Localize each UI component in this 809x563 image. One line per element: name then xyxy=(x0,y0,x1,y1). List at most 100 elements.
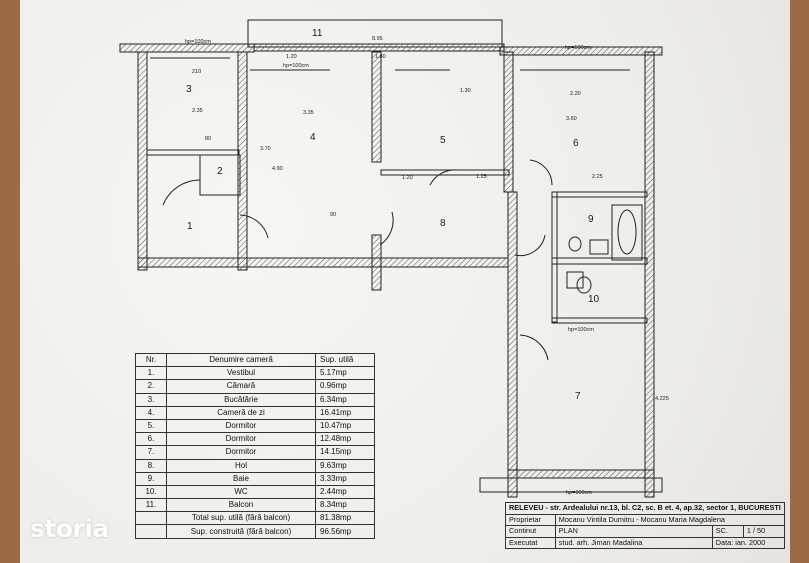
room-label-8: 8 xyxy=(440,218,446,229)
col-nr: Nr. xyxy=(135,352,167,368)
cell-name: Dormitor xyxy=(166,432,316,447)
dim-1-25: 1.25 xyxy=(476,174,487,180)
executat-value: stud. arh. Jiman Madalina xyxy=(554,536,713,550)
cell-area: 6.34mp xyxy=(315,392,375,407)
storia-logo: storia xyxy=(30,514,109,543)
dim-3-35b: hp=100cm xyxy=(568,327,594,333)
cell-area: 10.47mp xyxy=(315,418,375,434)
cell-area: 14.15mp xyxy=(315,445,375,460)
dim-3-35: 3.35 xyxy=(303,110,314,116)
cell-nr: 1. xyxy=(135,366,167,381)
cell-area: 2.44mp xyxy=(315,484,375,500)
room-label-4: 4 xyxy=(310,132,316,143)
dim-1-80: 1.80 xyxy=(375,54,386,60)
room-label-2: 2 xyxy=(217,166,223,177)
cell-nr: 3. xyxy=(135,392,167,407)
title-block: RELEVEU - str. Ardealului nr.13, bl. C2,… xyxy=(505,502,785,550)
cell-name: Balcon xyxy=(166,498,316,513)
cell-name: Bucătărie xyxy=(166,392,316,407)
cell-nr: 11. xyxy=(135,498,167,513)
cell-area: 3.33mp xyxy=(315,471,375,486)
cell-nr: 7. xyxy=(135,445,167,460)
cell-area: 0.96mp xyxy=(315,379,375,394)
cell-area: 12.48mp xyxy=(315,432,375,447)
cell-name: Baie xyxy=(166,471,316,486)
cell-area: 9.63mp xyxy=(315,458,375,473)
room-label-3: 3 xyxy=(186,84,192,95)
total-label: Sup. construită (fără balcon) xyxy=(166,524,316,539)
executat-label: Executat xyxy=(505,536,556,550)
total-row: Sup. construită (fără balcon)96.56mp xyxy=(135,524,375,539)
col-name: Denumire cameră xyxy=(166,352,316,368)
dim-4-225: 4.225 xyxy=(655,396,669,402)
room-label-1: 1 xyxy=(187,221,193,232)
room-label-5: 5 xyxy=(440,135,446,146)
dim-4-90: 4.90 xyxy=(272,166,283,172)
cell-area: 8.34mp xyxy=(315,498,375,513)
dim-80: 80 xyxy=(205,136,211,142)
cell-nr: 4. xyxy=(135,405,167,420)
continut-value: PLAN xyxy=(554,525,713,538)
cell-area: 16.41mp xyxy=(315,405,375,420)
date-value: Data: ian. 2000 xyxy=(711,536,785,550)
total-value: 96.56mp xyxy=(315,524,375,539)
cell-name: Vestibul xyxy=(166,366,316,381)
walls xyxy=(119,19,663,498)
dim-hp-top-left: hp=100cm xyxy=(185,39,211,45)
releveu-line: RELEVEU - str. Ardealului nr.13, bl. C2,… xyxy=(505,502,785,515)
cell-area: 5.17mp xyxy=(315,366,375,381)
cell-name: Cămară xyxy=(166,379,316,394)
cell-name: Dormitor xyxy=(166,418,316,434)
proprietar-label: Proprietar xyxy=(505,513,556,527)
cell-nr: 8. xyxy=(135,458,167,473)
total-label: Total sup. utilă (fără balcon) xyxy=(166,511,316,526)
dim-hp-bottom: hp=100cm xyxy=(566,490,592,496)
cell-nr: 9. xyxy=(135,471,167,486)
room-label-6: 6 xyxy=(573,138,579,149)
dim-90: 90 xyxy=(330,212,336,218)
cell-name: Hol xyxy=(166,458,316,473)
dim-hp-top-right: hp=100cm xyxy=(565,45,591,51)
dim-2-20: 2.20 xyxy=(570,91,581,97)
dim-1-30: 1.30 xyxy=(460,88,471,94)
room-label-9: 9 xyxy=(588,214,594,225)
col-area: Sup. utilă xyxy=(315,352,375,368)
dim-3-60: 3.60 xyxy=(566,116,577,122)
room-label-7: 7 xyxy=(575,391,581,402)
dim-210: 210 xyxy=(192,69,201,75)
total-row: Total sup. utilă (fără balcon)81.38mp xyxy=(135,511,375,526)
rooms-table: Nr. Denumire cameră Sup. utilă 1.Vestibu… xyxy=(135,352,375,539)
cell-name: WC xyxy=(166,484,316,500)
cell-name: Cameră de zi xyxy=(166,405,316,420)
cell-nr: 5. xyxy=(135,418,167,434)
room-label-10: 10 xyxy=(588,294,600,305)
total-value: 81.38mp xyxy=(315,511,375,526)
sc-label: SC. xyxy=(711,525,744,538)
dim-8-95: 8.95 xyxy=(372,36,383,42)
dim-3-70: 3.70 xyxy=(260,146,271,152)
cell-name: Dormitor xyxy=(166,445,316,460)
cell-nr: 2. xyxy=(135,379,167,394)
scale-value: 1 / 50 xyxy=(742,525,785,538)
cell-nr: 6. xyxy=(135,432,167,447)
proprietar-value: Mocanu Vintila Dumitru - Mocanu Maria Ma… xyxy=(554,513,785,527)
dim-2-35: 2.35 xyxy=(192,108,203,114)
dim-hp-balcony: hp=100cm xyxy=(283,63,309,69)
table-header-row: Nr. Denumire cameră Sup. utilă xyxy=(135,352,375,368)
dimension-labels: 8.95 1.20 1.80 2.35 3.35 3.60 2.20 2.25 … xyxy=(185,36,669,496)
room-label-11: 11 xyxy=(312,28,323,39)
dim-1-20: 1.20 xyxy=(286,54,297,60)
cell-nr: 10. xyxy=(135,484,167,500)
